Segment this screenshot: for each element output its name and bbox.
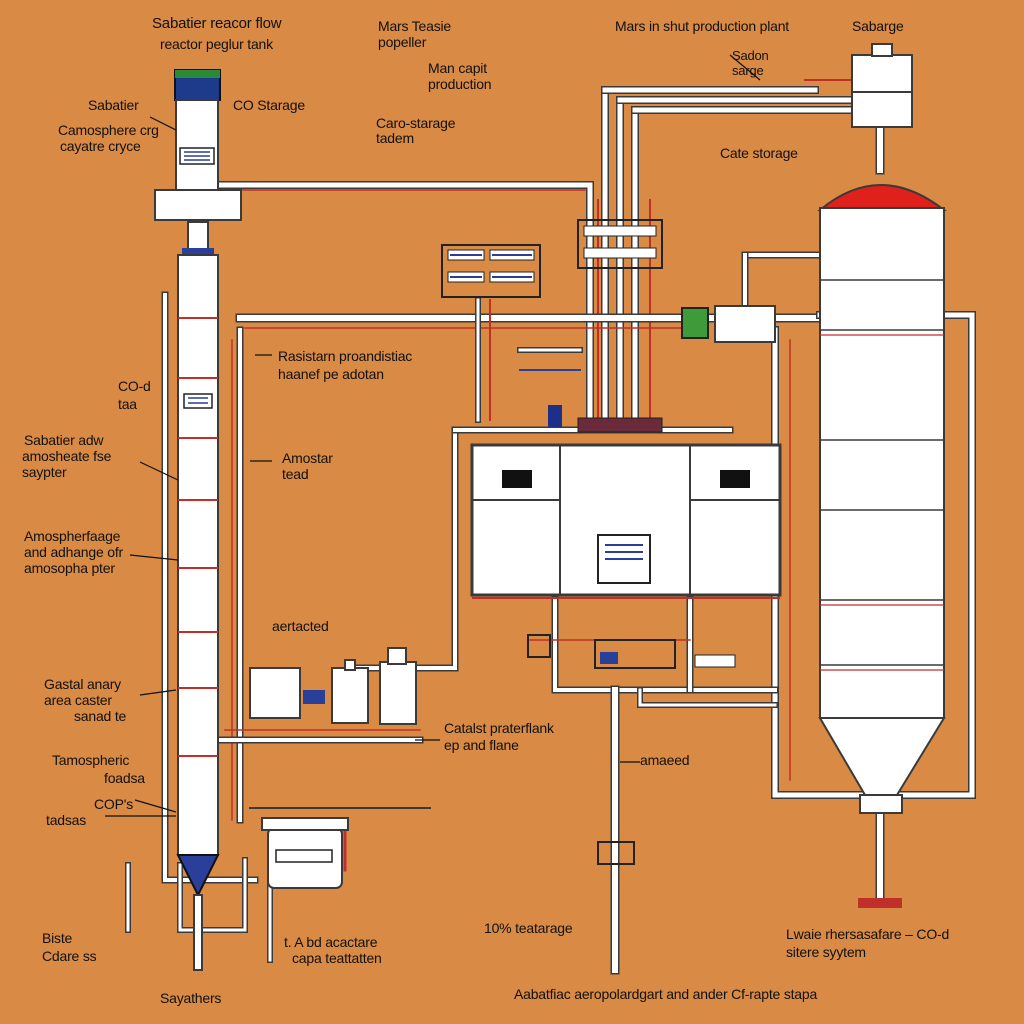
label-system-1: Lwaie rhersasafare – CO-d <box>786 926 950 942</box>
label-reactor-bottom-1: t. A bd acactare <box>284 934 378 950</box>
label-cate-storage: Cate storage <box>720 145 798 161</box>
label-carostarage-2: tadem <box>376 130 414 146</box>
label-aertacted: aertacted <box>272 618 329 634</box>
label-amosphere-1: Amospherfaage <box>24 528 121 544</box>
label-catalst-1: Catalst praterflank <box>444 720 554 736</box>
label-bottom-left-2: Cdare ss <box>42 948 97 964</box>
label-amostar-2: tead <box>282 466 309 482</box>
label-station-2: sarge <box>732 63 764 78</box>
cate-storage-tank <box>817 184 947 908</box>
leader-lines <box>105 54 761 817</box>
label-resistor-1: Rasistarn proandistiac <box>278 348 413 364</box>
label-main-capit-2: production <box>428 76 492 92</box>
label-atmospheric-2: foadsa <box>104 770 145 786</box>
label-catalst-2: ep and flane <box>444 737 519 753</box>
label-bottom-caption: Aabatfiac aeropolardgart and ander Cf-ra… <box>514 986 818 1002</box>
label-system-2: sitere syytem <box>786 944 866 960</box>
label-sayathers: Sayathers <box>160 990 222 1006</box>
label-main-capit-1: Man capit <box>428 60 487 76</box>
small-tanks <box>249 647 417 889</box>
central-skid <box>470 443 782 865</box>
label-resistor-2: haanef pe adotan <box>278 366 384 382</box>
label-sabatier-adw-1: Sabatier adw <box>24 432 104 448</box>
label-tostarage: 10% teatarage <box>484 920 573 936</box>
green-valve <box>681 305 776 343</box>
label-sabatier-left: Sabatier <box>88 97 139 113</box>
label-sabatier-flow: Sabatier reacor flow <box>152 15 282 32</box>
label-co-storage: CO Starage <box>233 97 305 113</box>
label-co2-2: taa <box>118 396 137 412</box>
sabatier-column <box>154 69 242 971</box>
label-carostarage-1: Caro-starage <box>376 115 456 131</box>
label-mars-propeller-2: popeller <box>378 34 427 50</box>
label-camosphere-2: cayatre cryce <box>60 138 141 154</box>
label-sabatier-adw-2: amosheate fse <box>22 448 112 464</box>
label-sabatier-adw-3: saypter <box>22 464 67 480</box>
label-mars-propeller-1: Mars Teasie <box>378 18 452 34</box>
label-reactor-bottom-2: capa teattatten <box>292 950 382 966</box>
label-cop-2: tadsas <box>46 812 87 828</box>
label-mars-plant: Mars in shut production plant <box>615 18 789 34</box>
label-station-1: Sadon <box>732 48 769 63</box>
label-reactor-tank: reactor peglur tank <box>160 36 273 52</box>
label-gastal-3: sanad te <box>74 708 127 724</box>
label-amosphere-3: amosopha pter <box>24 560 115 576</box>
label-gastal-1: Gastal anary <box>44 676 121 692</box>
label-co2-1: CO-d <box>118 378 151 394</box>
label-sabarge: Sabarge <box>852 18 904 34</box>
label-amosphere-2: and adhange ofr <box>24 544 123 560</box>
control-panels <box>441 219 663 433</box>
label-atmospheric-1: Tamospheric <box>52 752 130 768</box>
label-cop-1: COP's <box>94 796 134 812</box>
label-amaeed: amaeed <box>640 752 690 768</box>
label-amostar-1: Amostar <box>282 450 333 466</box>
label-bottom-left-1: Biste <box>42 930 73 946</box>
label-gastal-2: area caster <box>44 692 112 708</box>
sabarge-tank <box>851 43 913 128</box>
pipe-network <box>125 79 976 975</box>
label-camosphere-1: Camosphere crg <box>58 122 159 138</box>
